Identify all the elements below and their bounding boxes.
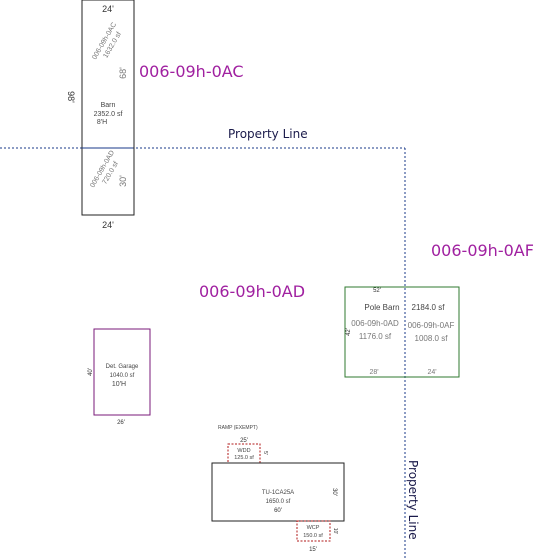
- property-line-label-vertical: Property Line: [406, 460, 420, 540]
- ad-strip-dim: 30': [118, 175, 128, 187]
- pole-barn-structure: 52' 42' Pole Barn 2184.0 sf 006-09h-0AD …: [344, 286, 460, 378]
- home-outline: [211, 462, 345, 522]
- home-bottom-dim: 60': [274, 508, 282, 514]
- pole-barn-af-area: 1008.0 sf: [415, 334, 449, 343]
- ramp-note: RAMP (EXEMPT): [218, 425, 258, 431]
- wdd-label: WDD: [237, 448, 250, 454]
- pole-barn-af-code: 006-09h-0AF: [408, 321, 455, 330]
- ac-part-dim: 68': [118, 67, 128, 79]
- pole-barn-left-dim: 42': [346, 328, 352, 336]
- wcp-bottom-dim: 15': [309, 547, 317, 553]
- parcel-label-ad: 006-09h-0AD: [199, 282, 305, 301]
- property-line-label-horizontal: Property Line: [228, 127, 308, 141]
- pole-barn-ad-code: 006-09h-0AD: [351, 319, 399, 328]
- wcp-area: 150.0 sf: [303, 533, 323, 539]
- pole-barn-total-area: 2184.0 sf: [412, 303, 446, 312]
- wdd-side-dim: 5': [262, 451, 268, 455]
- pole-barn-ad-area: 1176.0 sf: [359, 332, 392, 341]
- barn-name: Barn: [101, 102, 116, 109]
- wcp-outline: [296, 520, 331, 542]
- wdd-area: 125.0 sf: [234, 455, 254, 461]
- barn-outline: [81, 0, 135, 216]
- barn-top-dim: 24': [102, 4, 114, 14]
- pole-barn-top-dim: 52': [373, 288, 381, 294]
- garage-structure: Det. Garage 1040.0 sf 10'H 40' 26': [88, 328, 151, 426]
- wdd-top-dim: 25': [240, 438, 248, 444]
- wcp-label: WCP: [307, 525, 320, 531]
- barn-height: 8'H: [97, 119, 107, 126]
- barn-left-dim: 98': [66, 91, 76, 103]
- garage-left-dim: 40': [88, 368, 94, 376]
- parcel-label-ac: 006-09h-0AC: [139, 62, 244, 81]
- home-area: 1650.0 sf: [266, 499, 291, 505]
- barn-bottom-dim: 24': [102, 220, 114, 230]
- pole-barn-outline: [344, 286, 460, 378]
- garage-height: 10'H: [112, 381, 126, 388]
- parcel-label-af: 006-09h-0AF: [431, 241, 534, 260]
- garage-outline: [93, 328, 151, 416]
- garage-area: 1040.0 sf: [110, 373, 135, 379]
- pole-barn-af-bottom-dim: 24': [427, 369, 436, 376]
- barn-structure: 24' 24' 98' 006-09h-0AC 1632.0 sf 68' Ba…: [66, 0, 135, 230]
- garage-name: Det. Garage: [106, 364, 139, 370]
- home-name: TU-1CA25A: [262, 490, 294, 496]
- barn-area: 2352.0 sf: [94, 111, 123, 118]
- pole-barn-ad-bottom-dim: 28': [369, 369, 378, 376]
- home-right-dim: 30': [331, 488, 337, 496]
- home-structure: RAMP (EXEMPT) 25' WDD 125.0 sf 5' TU-1CA…: [211, 425, 345, 553]
- wcp-side-dim: 10': [332, 528, 338, 535]
- pole-barn-title: Pole Barn: [364, 303, 399, 312]
- garage-bottom-dim: 26': [117, 420, 125, 426]
